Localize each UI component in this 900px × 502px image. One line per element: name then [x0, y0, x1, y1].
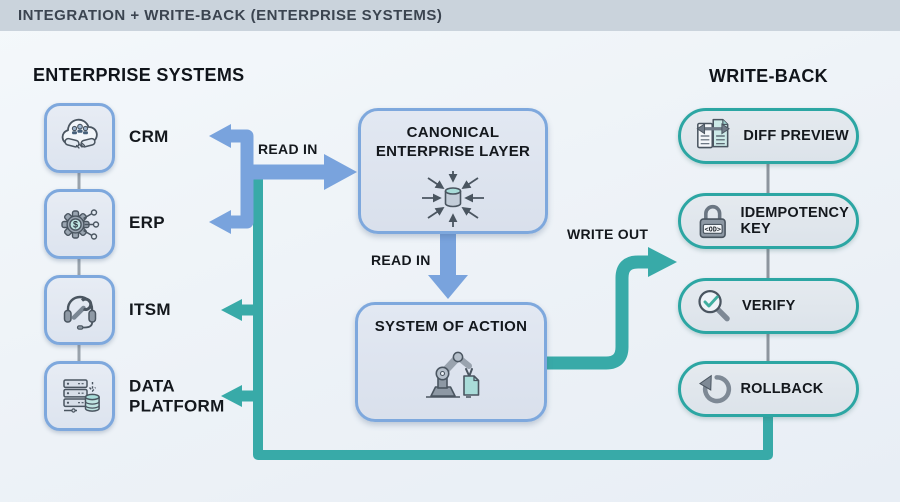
writeback-loop-arrow [242, 170, 773, 460]
pill-label-diff-preview: DIFF PREVIEW [743, 127, 849, 144]
pill-diff-preview: DIFF PREVIEW [678, 108, 859, 164]
writeback-loop-arrowheads [221, 299, 242, 407]
pill-idempotency-key: <OD> IDEMPOTENCY KEY [678, 193, 859, 249]
tile-erp: $ [44, 189, 115, 259]
read-in-label-top: READ IN [258, 141, 318, 157]
padlock-text: <OD> [704, 225, 721, 233]
label-erp: ERP [129, 213, 165, 233]
padlock-icon: <OD> [699, 204, 726, 239]
converging-arrows-database-icon [422, 170, 484, 227]
read-in-down-arrow [428, 231, 468, 299]
canonical-enterprise-layer-box: CANONICAL ENTERPRISE LAYER [358, 108, 548, 234]
tile-crm [44, 103, 115, 173]
read-in-arrows [209, 124, 357, 234]
enterprise-systems-heading: ENTERPRISE SYSTEMS [33, 65, 245, 85]
diff-documents-icon [696, 118, 730, 149]
pill-rollback: ROLLBACK [678, 361, 859, 417]
label-data-platform: DATA PLATFORM [129, 376, 225, 415]
system-of-action-box: SYSTEM OF ACTION [355, 302, 547, 422]
write-back-heading: WRITE-BACK [709, 66, 828, 86]
itsm-headset-wrench-icon [63, 295, 96, 330]
tile-itsm [44, 275, 115, 345]
pill-label-idempotency-key: IDEMPOTENCY KEY [740, 204, 849, 237]
tile-data-platform [44, 361, 115, 431]
write-out-label: WRITE OUT [567, 226, 649, 242]
action-box-title: SYSTEM OF ACTION [374, 318, 528, 335]
pill-verify: VERIFY [678, 278, 859, 334]
magnifier-check-icon [698, 289, 730, 322]
robot-arm-icon [426, 351, 480, 398]
crm-cloud-handshake-icon [61, 118, 98, 149]
label-itsm: ITSM [129, 300, 171, 320]
title-bar: INTEGRATION + WRITE-BACK (ENTERPRISE SYS… [0, 0, 900, 31]
label-crm: CRM [129, 127, 169, 147]
rollback-arrow-icon [698, 374, 732, 404]
erp-gear-dollar-icon: $ [60, 209, 99, 240]
pill-label-rollback: ROLLBACK [740, 380, 824, 397]
page-title: INTEGRATION + WRITE-BACK (ENTERPRISE SYS… [18, 7, 443, 24]
data-platform-servers-icon [62, 379, 100, 413]
read-in-label-mid: READ IN [371, 252, 431, 268]
write-out-arrow [545, 247, 677, 370]
canonical-box-title: CANONICAL ENTERPRISE LAYER [375, 124, 531, 160]
pill-label-verify: VERIFY [741, 297, 796, 314]
svg-text:$: $ [72, 220, 77, 230]
